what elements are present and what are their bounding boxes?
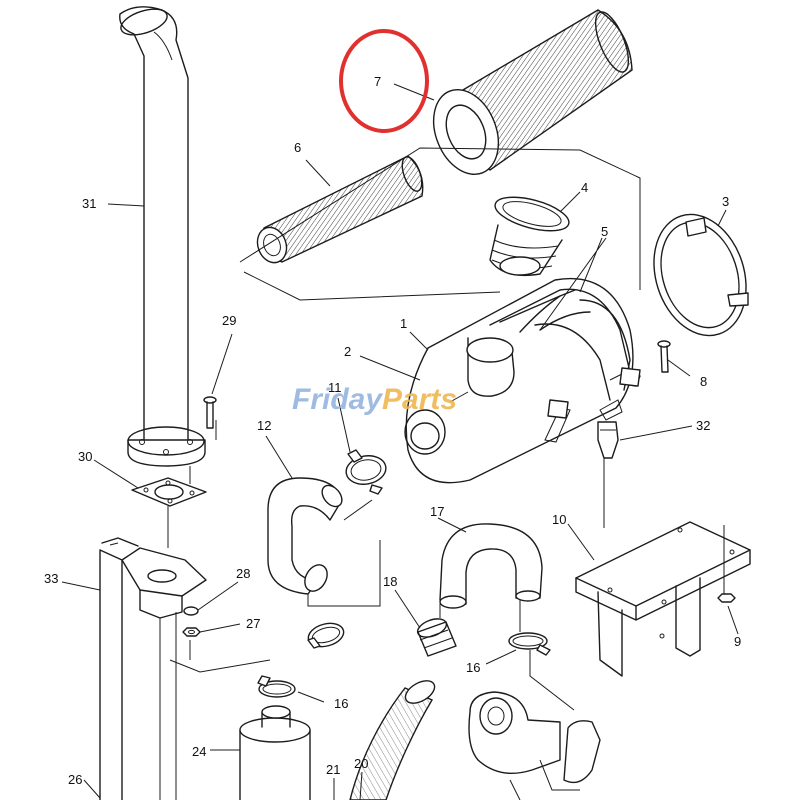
- hose-18: [416, 618, 457, 657]
- callout-18: 18: [383, 574, 397, 589]
- callout-17: 17: [430, 504, 444, 519]
- callout-1: 1: [400, 316, 407, 331]
- callout-7: 7: [374, 74, 381, 89]
- hose-clamp-11: [345, 449, 387, 495]
- drain-valve-32: [597, 421, 619, 459]
- exhaust-stack-31: [119, 6, 206, 467]
- watermark-part2: Parts: [382, 383, 457, 416]
- intake-tube-17: [439, 523, 543, 609]
- callout-20: 20: [354, 756, 368, 771]
- leader-lines: [61, 83, 739, 800]
- watermark-logo: FridayParts: [292, 383, 457, 416]
- vacuator-4: [489, 196, 570, 277]
- callout-16-left: 16: [334, 696, 348, 711]
- washer-28: [183, 606, 199, 616]
- bracket-10: [575, 521, 751, 677]
- watermark-part1: Friday: [292, 383, 383, 416]
- primary-filter-7: [432, 9, 633, 176]
- pre-cleaner-24: [239, 705, 311, 800]
- nut-9: [717, 593, 736, 603]
- callout-9: 9: [734, 634, 741, 649]
- callout-12: 12: [257, 418, 271, 433]
- mount-column-33: [99, 537, 207, 800]
- callout-27: 27: [246, 616, 260, 631]
- elbow-hose-12: [267, 477, 343, 595]
- gasket-30: [131, 477, 207, 507]
- callout-6: 6: [294, 140, 301, 155]
- hose-clamp-16-left: [257, 675, 296, 698]
- hose-clamp-16-right: [508, 632, 551, 656]
- callout-3: 3: [722, 194, 729, 209]
- callout-5: 5: [601, 224, 608, 239]
- hose-clamp-16-mid: [307, 622, 345, 649]
- callout-30: 30: [78, 449, 92, 464]
- callout-29: 29: [222, 313, 236, 328]
- nut-27: [182, 627, 201, 637]
- callout-33: 33: [44, 571, 58, 586]
- bolt-8: [657, 340, 671, 373]
- cover-ring-3: [653, 213, 749, 337]
- highlight-circle: [339, 29, 429, 133]
- air-cleaner-housing-1: [404, 277, 634, 484]
- callout-2: 2: [344, 344, 351, 359]
- callout-24: 24: [192, 744, 206, 759]
- callout-10: 10: [552, 512, 566, 527]
- safety-filter-6: [256, 155, 424, 264]
- turbo-fitting: [468, 691, 601, 800]
- callout-11: 11: [328, 380, 342, 395]
- bolt-29: [203, 396, 217, 429]
- callout-21: 21: [326, 762, 340, 777]
- svg-text:FridayParts: FridayParts: [292, 383, 457, 416]
- callout-28: 28: [236, 566, 250, 581]
- callout-26: 26: [68, 772, 82, 787]
- callout-31: 31: [82, 196, 96, 211]
- callout-8: 8: [700, 374, 707, 389]
- flex-hose-20: [349, 680, 436, 800]
- callout-labels: 31 7 6 4 3 5 1 2 29 8 11 12 32 30 17 10 …: [44, 74, 741, 787]
- assembly-lines: [167, 147, 725, 711]
- callout-4: 4: [581, 180, 588, 195]
- callout-32: 32: [696, 418, 710, 433]
- callout-16-right: 16: [466, 660, 480, 675]
- mounting-bands-5: [489, 288, 641, 419]
